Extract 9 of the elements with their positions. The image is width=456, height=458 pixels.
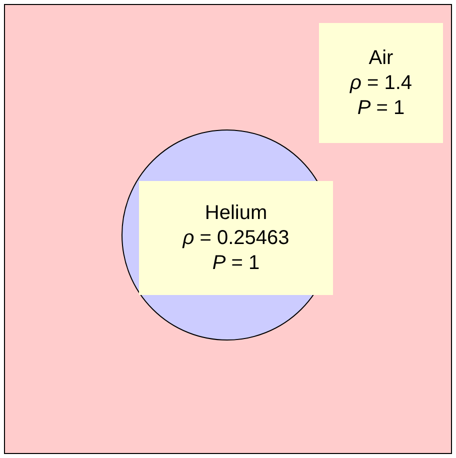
density-label: ρ = 0.25463 xyxy=(182,226,290,250)
pressure-label: P = 1 xyxy=(212,250,260,276)
gas-name: Air xyxy=(368,46,394,70)
square-region xyxy=(4,4,452,454)
label-card xyxy=(319,23,443,143)
density-label: ρ = 1.4 xyxy=(350,70,412,96)
gas-name: Helium xyxy=(204,200,268,226)
pressure-label: P = 1 xyxy=(357,96,405,120)
label-card xyxy=(139,181,333,295)
